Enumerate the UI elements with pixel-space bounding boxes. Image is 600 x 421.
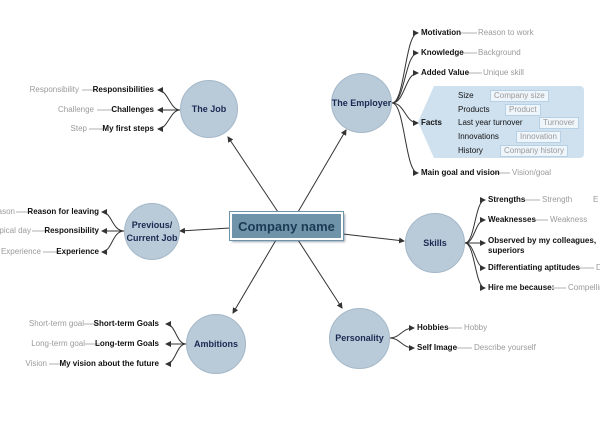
prev-responsibility-note: Typical day: [0, 226, 31, 235]
facts-innovations-note: Innovation: [516, 131, 561, 143]
prev-experience-label[interactable]: Experience: [56, 247, 99, 256]
ambitions-short-term-note: Short-term goal: [28, 319, 84, 328]
job-responsibilities-label[interactable]: Responsibilities: [92, 85, 154, 94]
hub-ambitions[interactable]: Ambitions: [186, 314, 246, 374]
job-first-steps-label[interactable]: My first steps: [102, 124, 154, 133]
hub-the-employer[interactable]: The Employer: [331, 73, 392, 133]
facts-size-note: Company size: [490, 90, 549, 102]
employer-main-goal-label[interactable]: Main goal and vision: [421, 168, 500, 177]
employer-motivation-note: Reason to work: [478, 28, 534, 37]
central-topic[interactable]: Company name: [229, 211, 344, 241]
ambitions-vision-note: Vision: [25, 359, 47, 368]
ambitions-vision-label[interactable]: My vision about the future: [59, 359, 159, 368]
employer-added-value-note: Unique skill: [483, 68, 524, 77]
job-challenges-note: Challenge: [57, 105, 94, 114]
hub-the-job[interactable]: The Job: [180, 80, 238, 138]
ambitions-short-term-label[interactable]: Short-term Goals: [93, 319, 159, 328]
facts-turnover-label[interactable]: Last year turnover: [458, 118, 523, 127]
skills-differentiating-note: D: [596, 263, 600, 272]
facts-products-label[interactable]: Products: [458, 105, 490, 114]
employer-knowledge-label[interactable]: Knowledge: [421, 48, 464, 57]
personality-hobbies-note: Hobby: [464, 323, 488, 332]
skills-strengths-label[interactable]: Strengths: [488, 195, 526, 204]
facts-history-note: Company history: [500, 145, 569, 157]
prev-reason-label[interactable]: Reason for leaving: [27, 207, 99, 216]
prev-experience-note: Experience: [0, 247, 41, 256]
facts-turnover-note: Turnover: [539, 117, 579, 129]
hub-personality-label: Personality: [335, 333, 384, 343]
ambitions-long-term-note: Long-term goal: [31, 339, 85, 348]
prev-reason-note: Reason: [0, 207, 15, 216]
personality-hobbies-label[interactable]: Hobbies: [417, 323, 449, 332]
central-topic-label: Company name: [238, 218, 335, 234]
hub-skills-label: Skills: [423, 237, 447, 248]
facts-products-note: Product: [505, 104, 541, 116]
facts-history-label[interactable]: History: [458, 146, 483, 155]
prev-responsibility-label[interactable]: Responsibility: [44, 226, 99, 235]
skills-weaknesses-note: Weakness: [550, 215, 588, 224]
skills-strengths-note: Strength: [542, 195, 573, 204]
job-challenges-label[interactable]: Challenges: [111, 105, 154, 114]
employer-knowledge-note: Background: [478, 48, 521, 57]
hub-the-job-label: The Job: [191, 103, 227, 114]
ambitions-long-term-label[interactable]: Long-term Goals: [94, 339, 159, 348]
hub-personality[interactable]: Personality: [329, 308, 390, 369]
skills-differentiating-label[interactable]: Differentiating aptitudes: [488, 263, 581, 272]
hub-skills[interactable]: Skills: [405, 213, 465, 273]
employer-added-value-label[interactable]: Added Value: [421, 68, 470, 77]
hub-ambitions-label: Ambitions: [194, 338, 238, 349]
hub-the-employer-label: The Employer: [331, 97, 392, 108]
employer-motivation-label[interactable]: Motivation: [421, 28, 461, 37]
facts-innovations-label[interactable]: Innovations: [458, 132, 499, 141]
job-first-steps-note: Step: [70, 124, 87, 133]
personality-self-image-label[interactable]: Self Image: [417, 343, 458, 352]
personality-self-image-note: Describe yourself: [474, 343, 536, 352]
skills-hire-me-label[interactable]: Hire me because:: [488, 283, 555, 292]
employer-facts-label[interactable]: Facts: [421, 118, 442, 127]
skills-weaknesses-label[interactable]: Weaknesses: [488, 215, 536, 224]
skills-strengths-extra: E: [593, 195, 599, 204]
job-responsibilities-note: Responsibility: [29, 85, 79, 94]
skills-observed-label[interactable]: Observed by my colleagues, superiors: [488, 236, 597, 255]
hub-previous-job[interactable]: Previous/ Current Job: [124, 203, 180, 260]
hub-previous-job-label: Previous/ Current Job: [126, 219, 178, 243]
facts-size-label[interactable]: Size: [458, 91, 474, 100]
skills-hire-me-note: Compelling: [568, 283, 600, 292]
employer-main-goal-note: Vision/goal: [512, 168, 551, 177]
